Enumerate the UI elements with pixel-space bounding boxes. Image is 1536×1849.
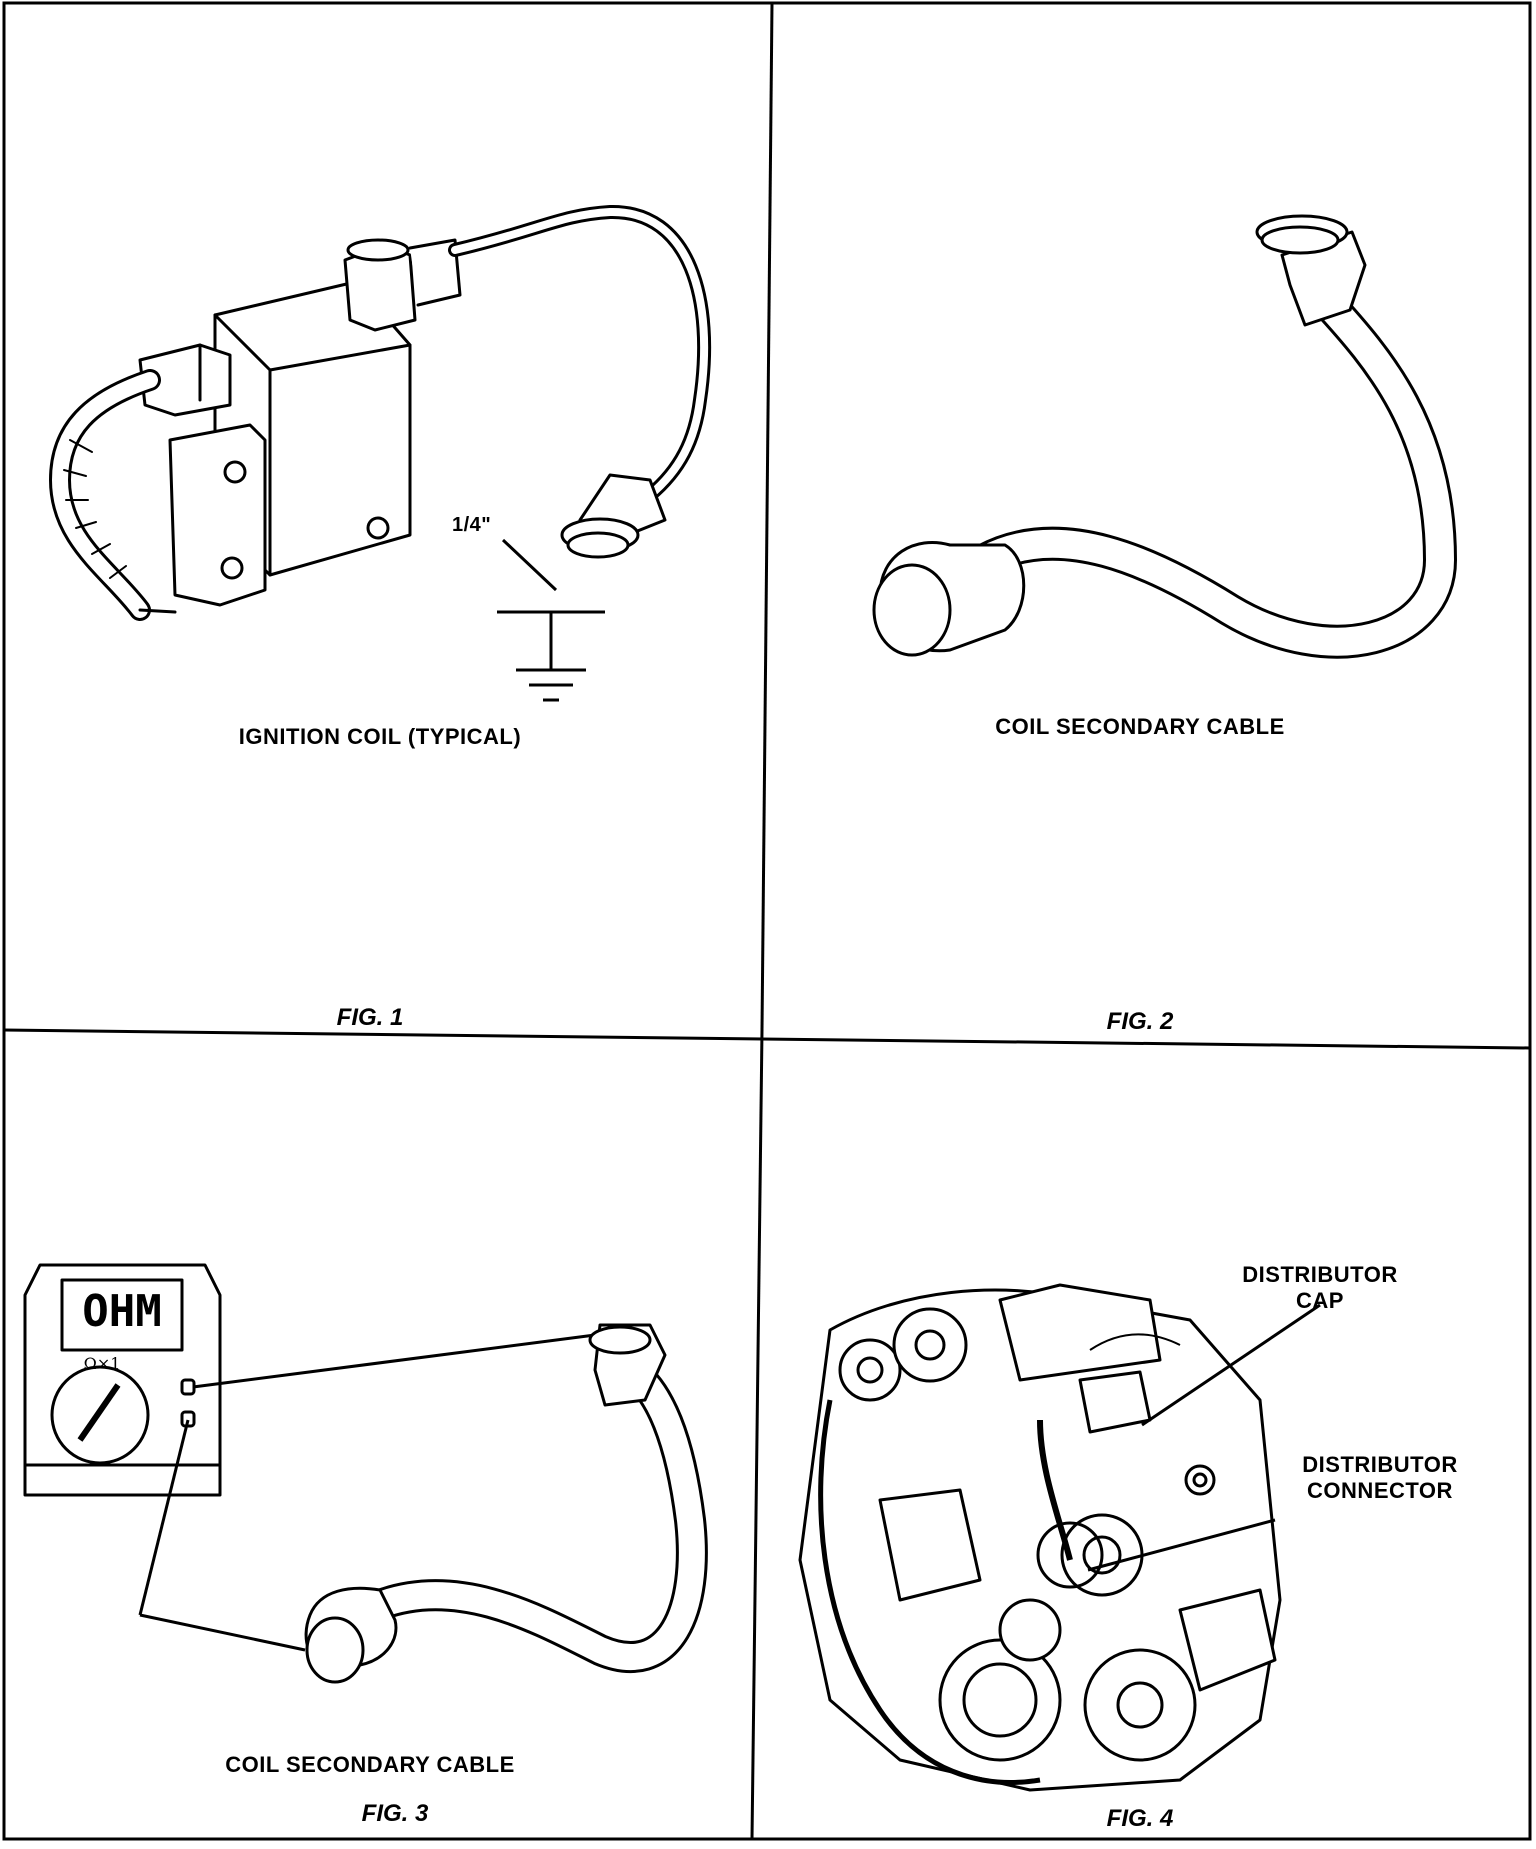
distributor-cap-callout: DISTRIBUTOR CAP <box>1220 1262 1420 1314</box>
distributor-cap-callout-line1: DISTRIBUTOR <box>1242 1262 1398 1287</box>
distributor-connector-callout: DISTRIBUTOR CONNECTOR <box>1270 1452 1490 1504</box>
fig1-caption: IGNITION COIL (TYPICAL) <box>238 724 522 749</box>
gap-label: 1/4" <box>452 514 492 536</box>
ohmmeter-illustration <box>23 1263 596 1652</box>
fig1-label: FIG. 1 <box>336 1004 404 1031</box>
fig3-label: FIG. 3 <box>361 1800 429 1827</box>
secondary-cable-illustration-3 <box>304 1323 708 1684</box>
fig2-caption: COIL SECONDARY CABLE <box>995 714 1285 739</box>
meter-range-label: Ω×1 <box>83 1354 121 1373</box>
fig4-label: FIG. 4 <box>1106 1805 1174 1832</box>
secondary-cable-illustration-2 <box>872 214 1457 659</box>
meter-display: OHM <box>82 1286 162 1337</box>
fig3-caption: COIL SECONDARY CABLE <box>225 1752 515 1777</box>
distributor-connector-callout-line1: DISTRIBUTOR <box>1302 1452 1458 1477</box>
distributor-connector-callout-line2: CONNECTOR <box>1307 1478 1453 1503</box>
distributor-cap-callout-line2: CAP <box>1296 1288 1344 1313</box>
fig2-label: FIG. 2 <box>1106 1008 1174 1035</box>
engine-illustration <box>798 1283 1321 1792</box>
ignition-coil-illustration <box>49 204 712 621</box>
ground-symbol-illustration <box>497 538 605 702</box>
